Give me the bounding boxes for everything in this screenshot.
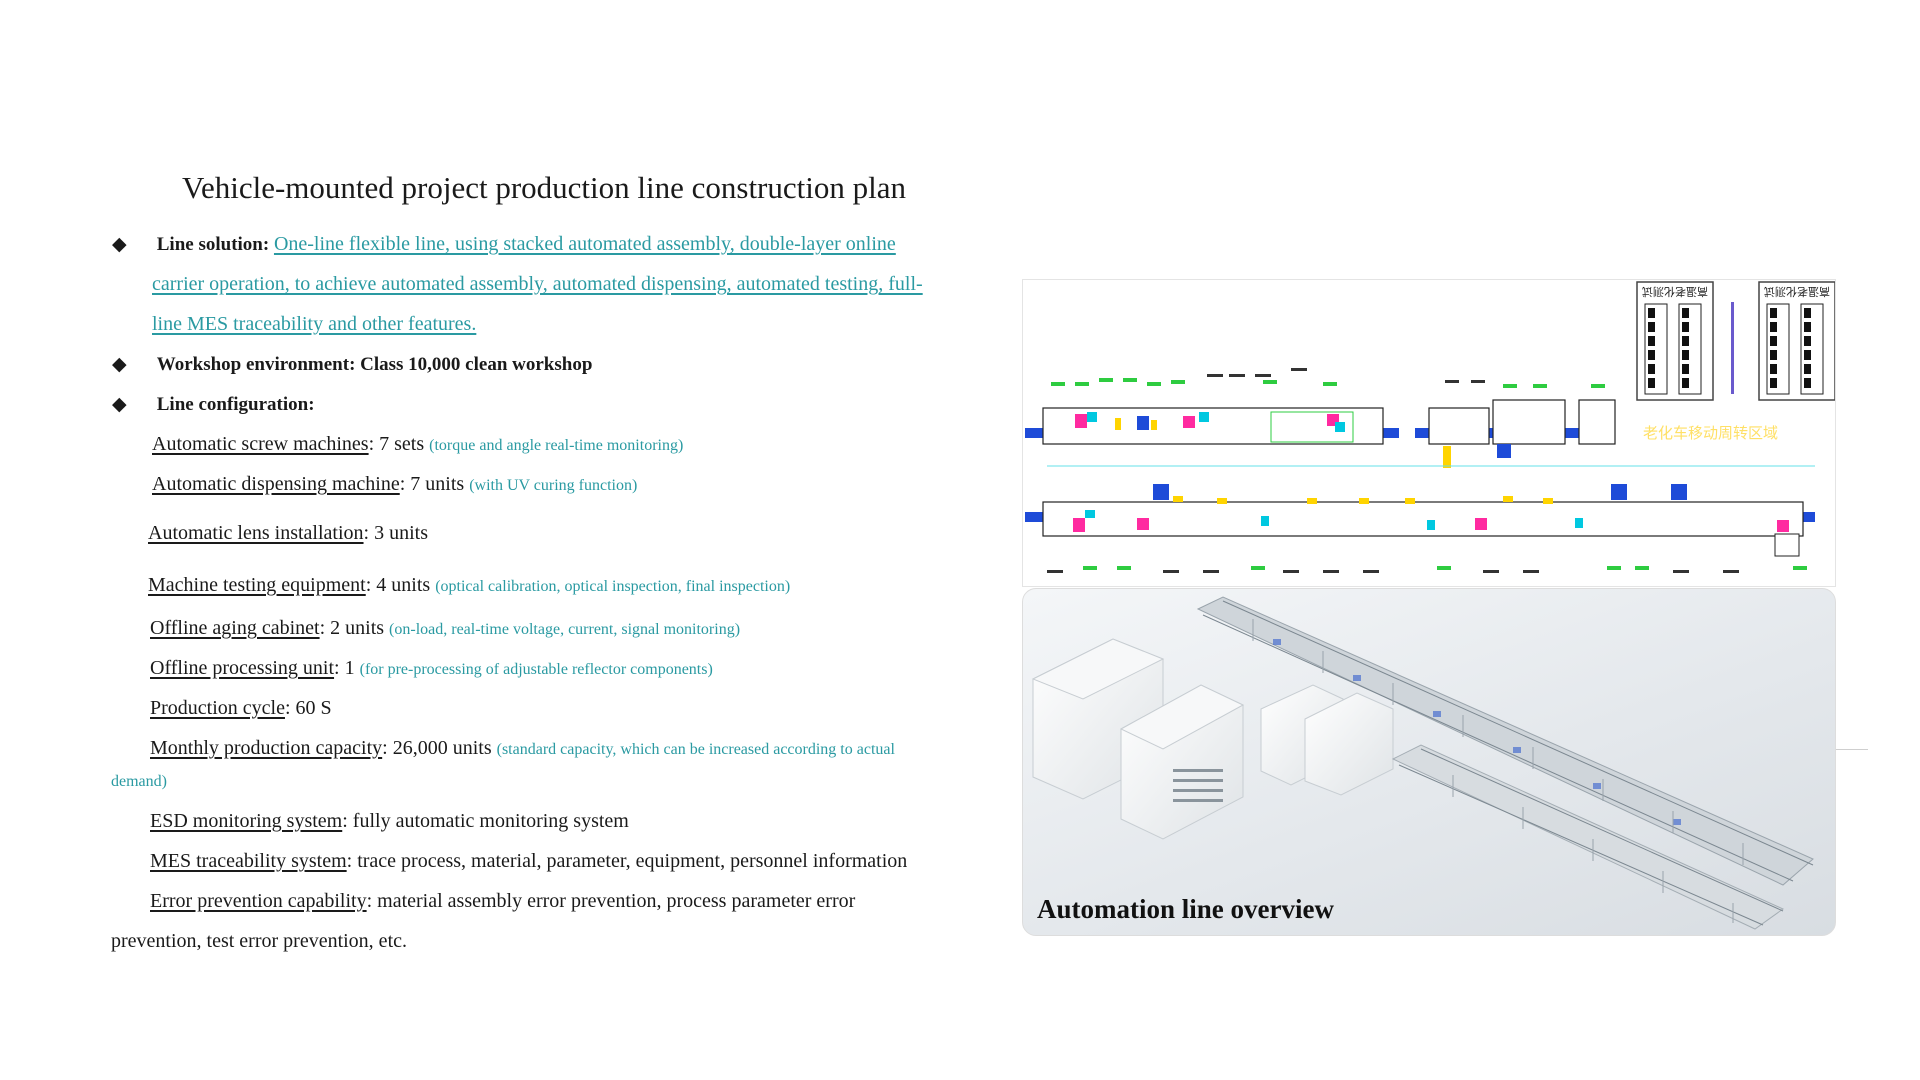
diamond-bullet-icon: ◆ <box>112 394 127 415</box>
config-item-note: (on-load, real-time voltage, current, si… <box>389 621 741 638</box>
line-config-label: Line configuration: <box>156 394 315 415</box>
line-solution-bullet: ◆ Line solution: One-line flexible line,… <box>112 233 896 256</box>
config-item-value: : fully automatic monitoring system <box>342 810 629 832</box>
config-item-name: ESD monitoring system <box>150 810 343 832</box>
page-title: Vehicle-mounted project production line … <box>182 170 906 205</box>
config-item: Machine testing equipment: 4 units (opti… <box>148 574 790 597</box>
diamond-bullet-icon: ◆ <box>112 234 127 255</box>
automation-line-render: Automation line overview <box>1022 588 1836 936</box>
aging-zone-label: 老化车移动周转区域 <box>1643 425 1778 442</box>
config-item-name: Machine testing equipment <box>148 574 366 596</box>
workshop-bullet: ◆ Workshop environment: Class 10,000 cle… <box>112 353 592 376</box>
layout-drawing-svg: 高温老化测试 高温老化测试 <box>1025 281 1835 573</box>
config-item-name: Automatic screw machines <box>152 433 369 455</box>
config-item: Offline processing unit: 1 (for pre-proc… <box>150 657 713 680</box>
line-solution-text-2[interactable]: carrier operation, to achieve automated … <box>152 273 923 295</box>
config-item: Automatic lens installation: 3 units <box>148 522 428 545</box>
config-item-value: : 26,000 units <box>382 737 497 759</box>
config-item-note: (standard capacity, which can be increas… <box>496 741 895 758</box>
config-item: Automatic screw machines: 7 sets (torque… <box>152 433 683 456</box>
aging-cabinet-left: 高温老化测试 <box>1636 281 1714 401</box>
config-item: ESD monitoring system: fully automatic m… <box>150 810 629 833</box>
config-item: Production cycle: 60 S <box>150 697 332 720</box>
config-item-name: Automatic lens installation <box>148 522 364 544</box>
config-item-name: Offline aging cabinet <box>150 617 320 639</box>
config-item-note: (torque and angle real-time monitoring) <box>429 437 684 454</box>
config-item-name: MES traceability system <box>150 850 347 872</box>
config-item-value: : 4 units <box>365 574 436 596</box>
config-item: Monthly production capacity: 26,000 unit… <box>150 737 895 760</box>
error-wrap-text: prevention, test error prevention, etc. <box>111 930 407 952</box>
config-item-value: : 2 units <box>319 617 390 639</box>
config-item-value: : 60 S <box>284 697 332 719</box>
config-item-value: : material assembly error prevention, pr… <box>366 890 856 912</box>
config-item: Error prevention capability: material as… <box>150 890 855 913</box>
divider <box>1836 749 1868 750</box>
render-caption: Automation line overview <box>1037 894 1334 924</box>
diamond-bullet-icon: ◆ <box>112 354 127 375</box>
config-item-note: (with UV curing function) <box>469 477 638 494</box>
config-item-name: Error prevention capability <box>150 890 367 912</box>
line-solution-text-1[interactable]: One-line flexible line, using stacked au… <box>273 233 896 255</box>
line-config-bullet: ◆ Line configuration: <box>112 393 315 416</box>
config-item: Automatic dispensing machine: 7 units (w… <box>152 473 637 496</box>
config-item-name: Production cycle <box>150 697 285 719</box>
config-item-value: : 7 units <box>399 473 470 495</box>
config-item-value: : 7 sets <box>368 433 430 455</box>
config-item-name: Monthly production capacity <box>150 737 383 759</box>
config-item-note: (for pre-processing of adjustable reflec… <box>359 661 713 678</box>
line-solution-label: Line solution: <box>156 234 270 255</box>
config-item-value: : trace process, material, parameter, eq… <box>346 850 908 872</box>
config-item-name: Offline processing unit <box>150 657 335 679</box>
workshop-text: Workshop environment: Class 10,000 clean… <box>156 354 593 375</box>
config-item-name: Automatic dispensing machine <box>152 473 400 495</box>
config-item-value: : 1 <box>334 657 360 679</box>
render-illustration-svg <box>1031 596 1814 930</box>
config-item: Offline aging cabinet: 2 units (on-load,… <box>150 617 740 640</box>
config-item: MES traceability system: trace process, … <box>150 850 907 873</box>
cabinet-label: 高温老化测试 <box>1764 285 1830 299</box>
line-solution-text-3[interactable]: line MES traceability and other features… <box>152 313 477 335</box>
capacity-wrap-text: demand) <box>111 773 167 790</box>
config-item-value: : 3 units <box>363 522 428 544</box>
config-item-note: (optical calibration, optical inspection… <box>435 578 791 595</box>
layout-drawing: 高温老化测试 高温老化测试 <box>1022 279 1836 587</box>
cabinet-label: 高温老化测试 <box>1642 285 1708 299</box>
aging-cabinet-right: 高温老化测试 <box>1758 281 1835 401</box>
